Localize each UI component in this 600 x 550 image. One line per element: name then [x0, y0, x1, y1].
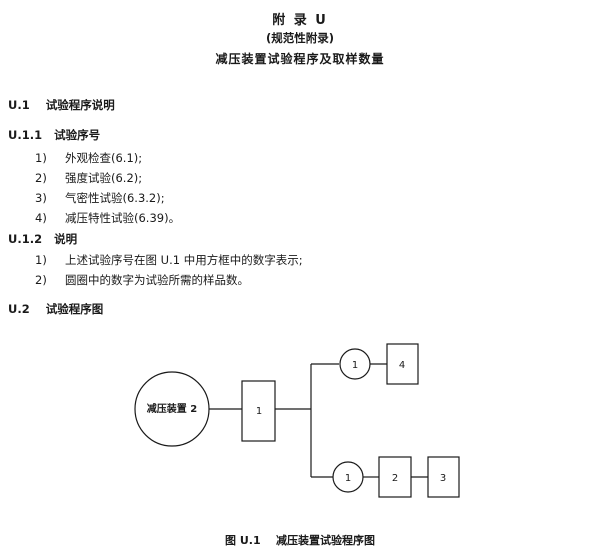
list-item: 4) 减压特性试验(6.39)。	[35, 210, 180, 226]
list-item: 1) 外观检查(6.1);	[35, 150, 142, 166]
list-item-number: 4)	[35, 211, 47, 225]
box1-label: 1	[256, 406, 262, 417]
list-item: 2) 圆圈中的数字为试验所需的样品数。	[35, 272, 249, 288]
list-item: 3) 气密性试验(6.3.2);	[35, 190, 165, 206]
list-item-text: 上述试验序号在图 U.1 中用方框中的数字表示;	[65, 253, 303, 267]
section-number: U.2	[8, 302, 30, 316]
box3-label: 3	[440, 473, 446, 484]
list-item: 1) 上述试验序号在图 U.1 中用方框中的数字表示;	[35, 252, 303, 268]
section-number: U.1.2	[8, 232, 43, 246]
section-u1-1: U.1.1 试验序号	[8, 127, 100, 143]
test-box-4	[386, 343, 419, 385]
test-box-3	[427, 456, 460, 498]
list-item: 2) 强度试验(6.2);	[35, 170, 142, 186]
list-item-number: 2)	[35, 171, 47, 185]
figure-title: 减压装置试验程序图	[275, 534, 375, 547]
figure-caption: 图 U.1 减压装置试验程序图	[0, 532, 600, 548]
section-title: 说明	[54, 232, 78, 246]
box2-label: 2	[392, 473, 398, 484]
section-u2: U.2 试验程序图	[8, 301, 103, 317]
section-number: U.1	[8, 98, 30, 112]
section-u1: U.1 试验程序说明	[8, 97, 115, 113]
figure-label: 图 U.1	[225, 534, 261, 547]
list-item-number: 2)	[35, 273, 47, 287]
list-item-text: 圆圈中的数字为试验所需的样品数。	[65, 273, 249, 287]
section-title: 试验序号	[54, 128, 101, 142]
section-u1-2: U.1.2 说明	[8, 231, 77, 247]
section-title: 试验程序说明	[45, 98, 115, 112]
list-item-number: 3)	[35, 191, 47, 205]
circle-top-label: 1	[352, 360, 358, 371]
list-item-number: 1)	[35, 253, 47, 267]
list-item-text: 强度试验(6.2);	[65, 171, 143, 185]
box4-label: 4	[399, 360, 405, 371]
list-item-text: 外观检查(6.1);	[65, 151, 143, 165]
list-item-text: 减压特性试验(6.39)。	[65, 211, 181, 225]
device-label: 减压装置 2	[147, 402, 197, 415]
test-box-1	[241, 380, 276, 442]
section-title: 试验程序图	[45, 302, 104, 316]
circle-bottom-label: 1	[345, 473, 351, 484]
appendix-title: 附 录 U	[272, 13, 328, 28]
appendix-heading: 减压装置试验程序及取样数量	[215, 52, 385, 66]
section-number: U.1.1	[8, 128, 43, 142]
appendix-subtitle: (规范性附录)	[265, 31, 334, 45]
list-item-number: 1)	[35, 151, 47, 165]
list-item-text: 气密性试验(6.3.2);	[65, 191, 165, 205]
